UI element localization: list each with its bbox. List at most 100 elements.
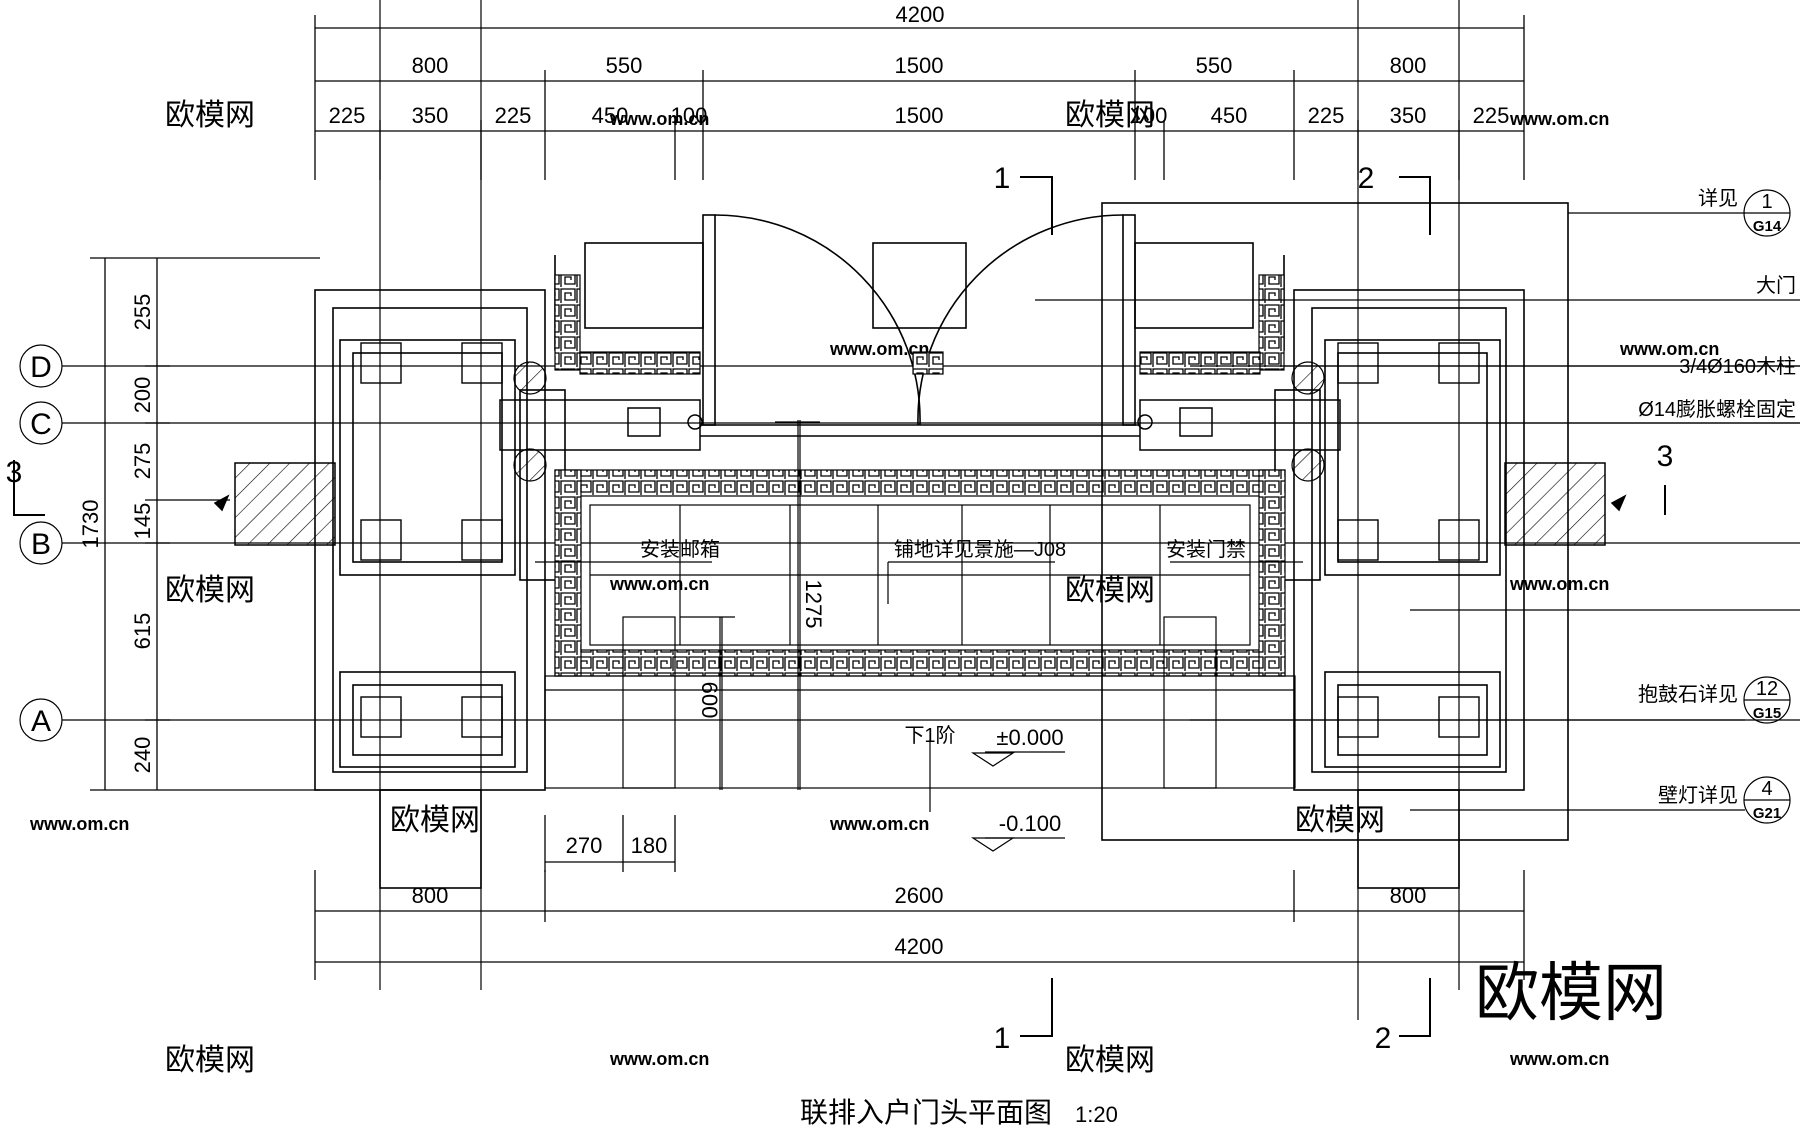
label-mailbox: 安装邮箱 [640, 538, 720, 561]
left-dimension-labels: 255 200 275 145 615 240 1730 [78, 294, 155, 774]
dim-inner-1275: 1275 [801, 580, 826, 629]
watermark-url: www.om.cn [1509, 109, 1609, 129]
callout-wall-lamp-sheet: G21 [1753, 805, 1781, 822]
dim-top-r3-8: 450 [1211, 103, 1248, 128]
dim-top-r3-4: 450 [592, 103, 629, 128]
callout-drum-stone-sheet: G15 [1753, 705, 1781, 722]
drawing-title: 联排入户门头平面图 1:20 [800, 1097, 1118, 1128]
section-3-left: 3 [6, 456, 23, 489]
axis-d-label: D [30, 351, 52, 384]
bottom-dimensions [314, 815, 1525, 980]
dim-top-r2-4: 550 [1196, 53, 1233, 78]
watermark-logo: 欧模网 [1065, 1044, 1155, 1077]
dim-left-5: 615 [130, 613, 155, 650]
bottom-dimension-labels: 270 180 800 2600 800 4200 [412, 833, 1427, 959]
axis-b-label: B [31, 528, 51, 561]
callout-detail-text: 详见 [1698, 187, 1738, 210]
right-wood-columns [1337, 342, 1480, 738]
dim-top-r3-10: 350 [1390, 103, 1427, 128]
axis-c-label: C [30, 408, 52, 441]
callout-drum-stone-text: 抱鼓石详见 [1638, 683, 1738, 706]
dim-left-3: 275 [130, 443, 155, 480]
title-scale: 1:20 [1075, 1102, 1118, 1127]
dim-bot-3: 800 [1390, 883, 1427, 908]
section-marks [13, 176, 1666, 1037]
callout-gate: 大门 [1756, 274, 1796, 297]
dim-left-6: 240 [130, 737, 155, 774]
watermark-logo: 欧模网 [1295, 804, 1385, 837]
left-pier [314, 289, 566, 889]
watermark-logo: 欧模网 [390, 804, 480, 837]
dim-top-r3-11: 225 [1473, 103, 1510, 128]
section-2-bottom: 2 [1375, 1022, 1392, 1055]
watermark-url: www.om.cn [1509, 574, 1609, 594]
dim-top-r3-6: 1500 [895, 103, 944, 128]
section-1-top: 1 [994, 162, 1011, 195]
dim-bot-2: 2600 [895, 883, 944, 908]
watermark-url: www.om.cn [29, 814, 129, 834]
dim-top-r2-3: 1500 [895, 53, 944, 78]
callout-leaders [1035, 189, 1800, 824]
dim-left-1: 255 [130, 294, 155, 331]
dim-bot-overall: 4200 [895, 934, 944, 959]
watermark-url: www.om.cn [1509, 1049, 1609, 1069]
detail-box [1101, 202, 1569, 841]
section-labels: 1 2 1 2 3 3 [6, 162, 1674, 1055]
label-access-control: 安装门禁 [1166, 538, 1246, 561]
walls [213, 462, 1627, 546]
watermark-url: www.om.cn [609, 574, 709, 594]
dim-top-r2-2: 550 [606, 53, 643, 78]
paving-grid [544, 420, 1296, 790]
dim-top-r3-2: 350 [412, 103, 449, 128]
dim-bot-small-2: 180 [631, 833, 668, 858]
watermark-url: www.om.cn [829, 814, 929, 834]
left-wood-columns [360, 342, 503, 738]
elevation-0: ±0.000 [996, 725, 1063, 750]
plan-labels: 安装邮箱 铺地详见景施—J08 安装门禁 下1阶 ±0.000 -0.100 [640, 538, 1246, 836]
watermark-url: www.om.cn [609, 109, 709, 129]
section-3-right: 3 [1657, 440, 1674, 473]
gate-doors [554, 214, 1285, 426]
label-paving: 铺地详见景施—J08 [894, 538, 1066, 561]
dim-top-r2-5: 800 [1390, 53, 1427, 78]
watermark-logo: 欧模网 [1065, 574, 1155, 607]
dim-top-r3-5: 100 [671, 103, 708, 128]
inner-dimensions [680, 420, 820, 790]
section-1-bottom: 1 [994, 1022, 1011, 1055]
callout-wood-column: 3/4Ø160木柱 [1679, 355, 1796, 378]
dim-bot-1: 800 [412, 883, 449, 908]
callout-drum-stone-num: 12 [1756, 678, 1778, 700]
callout-wall-lamp-num: 4 [1761, 778, 1772, 800]
callout-detail-num: 1 [1761, 191, 1772, 213]
dim-bot-small-1: 270 [566, 833, 603, 858]
axis-labels: D C B A [30, 351, 52, 738]
callout-labels: 详见 1 G14 大门 3/4Ø160木柱 Ø14膨胀螺栓固定 抱鼓石详见 12… [1638, 187, 1796, 822]
label-leaders [535, 561, 1303, 852]
watermark-logo: 欧模网 [165, 1044, 255, 1077]
dim-top-r2-1: 800 [412, 53, 449, 78]
top-dimensions [314, 15, 1525, 180]
dim-top-r3-7: 100 [1131, 103, 1168, 128]
dim-left-2: 200 [130, 377, 155, 414]
axis-a-label: A [31, 705, 51, 738]
watermark-url: www.om.cn [609, 1049, 709, 1069]
dim-inner-600: 600 [697, 682, 722, 719]
watermark-logo-large: 欧模网 [1475, 957, 1667, 1029]
callout-bolt: Ø14膨胀螺栓固定 [1638, 398, 1796, 421]
dim-top-r3-9: 225 [1308, 103, 1345, 128]
callout-wall-lamp-text: 壁灯详见 [1658, 784, 1738, 807]
dim-top-overall: 4200 [896, 2, 945, 27]
paving-fret-border [513, 274, 1325, 677]
callout-detail-sheet: G14 [1753, 218, 1782, 235]
title-text: 联排入户门头平面图 [800, 1097, 1052, 1128]
section-2-top: 2 [1358, 162, 1375, 195]
elevation-minus: -0.100 [999, 811, 1061, 836]
dim-top-r3-1: 225 [329, 103, 366, 128]
watermark-url: www.om.cn [1619, 339, 1719, 359]
label-step: 下1阶 [904, 724, 955, 747]
gate-beams [499, 399, 1341, 451]
watermark-logo: 欧模网 [165, 574, 255, 607]
watermark-logo: 欧模网 [165, 99, 255, 132]
